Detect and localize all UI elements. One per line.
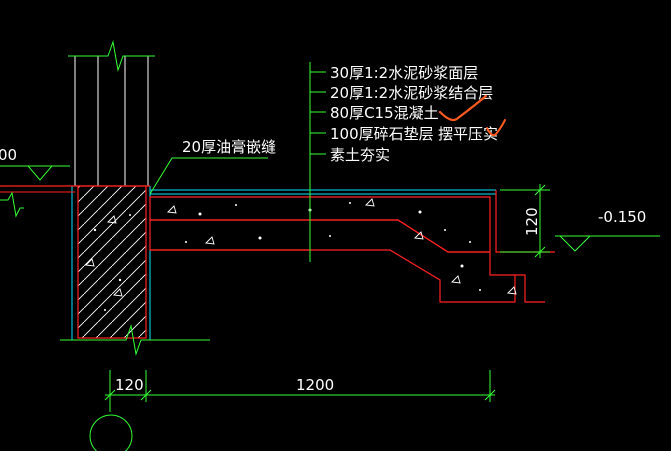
elevation-left-partial: 00 [0, 146, 17, 164]
concrete-layer [149, 196, 491, 253]
lower-step [495, 190, 555, 303]
elevation-right-text: -0.150 [598, 208, 646, 226]
aggregate-speckles [93, 202, 481, 311]
left-ground [0, 165, 150, 218]
layer-leader [309, 62, 326, 262]
layer-label-4: 100厚碎石垫层 [330, 125, 434, 143]
layer-label-1: 30厚1:2水泥砂浆面层 [330, 64, 478, 82]
elevation-marker-right [555, 235, 660, 252]
foundation-wall-hatch [77, 185, 147, 339]
step-height-text: 120 [523, 207, 541, 236]
layer-label-5: 素土夯实 [330, 146, 390, 164]
joint-label: 20厚油膏嵌缝 [182, 138, 276, 156]
layer-label-3: 80厚C15混凝土 [330, 104, 439, 122]
aggregate-triangles [85, 198, 517, 297]
check-mark-icon-2 [486, 119, 506, 137]
upper-wall [74, 56, 149, 186]
wall-break-mark-top [68, 40, 155, 72]
floor-surface [150, 189, 496, 195]
layer-label-2: 20厚1:2水泥砂浆结合层 [330, 84, 493, 102]
wall-break-mark-bottom [60, 324, 210, 356]
gravel-bed [149, 219, 516, 303]
step-height-dimension [500, 184, 550, 258]
wall-width-text: 120 [115, 376, 144, 394]
handwritten-note: 摆平压实 [438, 125, 498, 143]
check-mark-icon [438, 94, 488, 122]
slab-length-text: 1200 [296, 376, 334, 394]
joint-leader [149, 157, 268, 195]
axis-bubble [89, 414, 133, 451]
bottom-dimension [104, 370, 496, 412]
